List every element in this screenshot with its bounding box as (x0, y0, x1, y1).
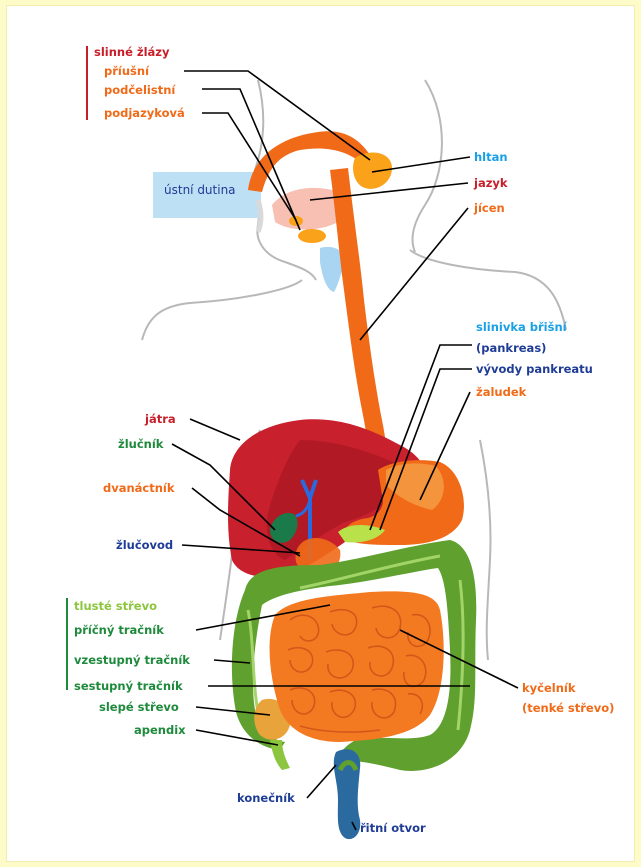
label-submandibular: podčelistní (104, 83, 176, 97)
label-transverse-colon: příčný tračník (74, 623, 164, 637)
salivary-bracket (86, 46, 88, 120)
parotid-gland (353, 153, 392, 189)
label-parotid: příušní (104, 64, 150, 78)
label-large-intestine: tlusté střevo (74, 599, 157, 613)
label-cecum: slepé střevo (99, 700, 179, 714)
label-oral-cavity: ústní dutina (164, 183, 236, 197)
label-ileum-2: (tenké střevo) (522, 701, 614, 715)
small-intestine (270, 591, 444, 742)
label-pancreas-2: (pankreas) (476, 341, 546, 355)
label-bile-duct: žlučovod (116, 538, 173, 552)
label-rectum: konečník (237, 791, 295, 805)
palate-shape (248, 131, 370, 192)
teeth-shape (258, 200, 261, 232)
rectum (334, 749, 360, 839)
label-salivary-glands: slinné žlázy (94, 45, 170, 59)
label-esophagus: jícen (473, 201, 505, 215)
label-sublingual: podjazyková (104, 106, 185, 120)
label-ascending-colon: vzestupný tračník (74, 653, 190, 667)
label-stomach: žaludek (476, 385, 527, 399)
submandibular-gland (298, 229, 326, 243)
label-anus: řitní otvor (360, 821, 426, 835)
label-liver: játra (144, 412, 176, 426)
label-larynx: hltan (474, 150, 508, 164)
label-gallbladder: žlučník (118, 437, 164, 451)
label-tongue: jazyk (473, 176, 508, 190)
label-pancreatic-ducts: vývody pankreatu (476, 362, 593, 376)
label-descending-colon: sestupný tračník (74, 679, 183, 693)
large-intestine-bracket (66, 598, 68, 690)
label-ileum-1: kyčelník (522, 681, 576, 695)
label-duodenum: dvanáctník (103, 481, 175, 495)
label-appendix: apendix (134, 723, 186, 737)
label-pancreas-1: slinivka břišní (476, 320, 568, 334)
